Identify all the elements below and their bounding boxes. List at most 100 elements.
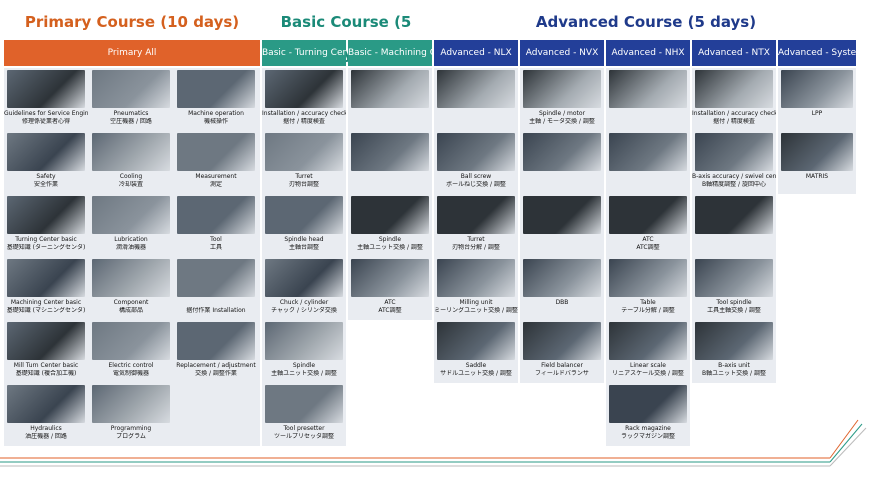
tile-title-en: Ball screw	[460, 173, 492, 180]
training-photo	[523, 259, 601, 297]
column-background	[606, 68, 690, 446]
training-photo	[7, 385, 85, 423]
tile-title-ja: ATC調整	[378, 307, 402, 314]
tile-title-en: Tool presetter	[283, 425, 325, 432]
tile-title-en: B-axis unit	[718, 362, 750, 369]
tile-title-en: Rack magazine	[625, 425, 671, 432]
column-background	[262, 68, 346, 446]
training-photo	[609, 70, 687, 108]
training-photo	[695, 259, 773, 297]
column-header-advanced-nhx: Advanced - NHX	[606, 40, 690, 66]
tile-title-en: Chuck / cylinder	[279, 299, 329, 306]
training-photo	[523, 196, 601, 234]
tile-title-en: Safety	[36, 173, 56, 180]
tile-title-ja: ATC調整	[636, 244, 660, 251]
training-photo	[695, 322, 773, 360]
tile-title-en: Spindle	[292, 362, 316, 369]
course-tile: LPP	[778, 68, 856, 130]
tile-title-en: Pneumatics	[113, 110, 149, 117]
training-photo	[265, 70, 343, 108]
tile-title-en: Spindle	[378, 236, 402, 243]
tile-title-en: Guidelines for Service Engineers	[4, 110, 88, 117]
training-photo	[177, 259, 255, 297]
tile-title-ja: 主軸台調整	[288, 244, 319, 251]
tile-title-ja: B軸精度調整 / 旋回中心	[702, 181, 766, 188]
tile-title-en: Programming	[110, 425, 152, 432]
tile-title-en: Installation / accuracy check	[692, 110, 776, 117]
training-photo	[351, 259, 429, 297]
tile-title-ja: 測定	[209, 181, 222, 188]
column-header-advanced-nvx: Advanced - NVX	[520, 40, 604, 66]
tile-title-ja: 工具主軸交換 / 調整	[707, 307, 761, 314]
training-photo	[609, 322, 687, 360]
tile-title-ja: B軸ユニット交換 / 調整	[702, 370, 766, 377]
training-photo	[7, 133, 85, 171]
course-tile: Guidelines for Service Engineers修理係従業者心得	[4, 68, 88, 130]
training-photo	[92, 259, 170, 297]
tile-title-ja: 据付 / 精度検査	[713, 118, 755, 125]
tile-title-ja: 機械操作	[203, 118, 228, 125]
tile-title-en: Field balancer	[541, 362, 583, 369]
training-photo	[92, 133, 170, 171]
tile-title-ja: 冷却装置	[118, 181, 143, 188]
tile-title-ja: ボールねじ交換 / 調整	[446, 181, 506, 188]
training-photo	[523, 133, 601, 171]
training-photo	[609, 196, 687, 234]
tile-title-ja: 据付作業 Installation	[186, 307, 246, 314]
training-photo	[92, 385, 170, 423]
tile-title-ja: 空圧機器 / 回路	[110, 118, 152, 125]
tile-title-ja: 据付 / 精度検査	[283, 118, 325, 125]
tile-title-ja: ラックマガジン調整	[620, 433, 675, 440]
column-header-advanced-ntx: Advanced - NTX	[692, 40, 776, 66]
tile-title-en: Spindle / motor	[538, 110, 586, 117]
tile-title-en: ATC	[642, 236, 654, 243]
tile-title-ja: 油圧機器 / 回路	[25, 433, 67, 440]
training-photo	[265, 133, 343, 171]
tile-title-ja: 主軸 / モータ交換 / 調整	[529, 118, 595, 125]
advanced-course-header: Advanced Course (5 days)	[535, 13, 757, 31]
training-photo	[177, 70, 255, 108]
training-photo	[609, 259, 687, 297]
training-photo	[7, 322, 85, 360]
course-tile	[692, 194, 776, 256]
tile-title-ja: サドルユニット交換 / 調整	[440, 370, 512, 377]
training-photo	[92, 322, 170, 360]
training-photo	[437, 196, 515, 234]
training-photo	[437, 133, 515, 171]
training-photo	[523, 322, 601, 360]
tile-title-en: Turning Center basic	[15, 236, 77, 243]
training-photo	[265, 259, 343, 297]
tile-title-ja: 基礎知識 (ターニングセンタ)	[6, 244, 86, 251]
training-photo	[609, 385, 687, 423]
training-photo	[695, 133, 773, 171]
tile-title-en: Tool	[210, 236, 222, 243]
tile-title-ja: 刃物台調整	[288, 181, 319, 188]
column-header-basic-turning: Basic - Turning Center	[262, 40, 346, 66]
column-header-basic-machining: Basic - Machining Center	[348, 40, 432, 66]
training-photo	[437, 322, 515, 360]
training-photo	[695, 70, 773, 108]
training-photo	[351, 133, 429, 171]
training-photo	[609, 133, 687, 171]
training-photo	[92, 196, 170, 234]
tile-title-en: Table	[640, 299, 656, 306]
tile-title-ja: 基礎知識 (複合加工機)	[15, 370, 77, 377]
tile-title-en: B-axis accuracy / swivel center	[692, 173, 776, 180]
training-photo	[437, 259, 515, 297]
training-photo	[177, 196, 255, 234]
